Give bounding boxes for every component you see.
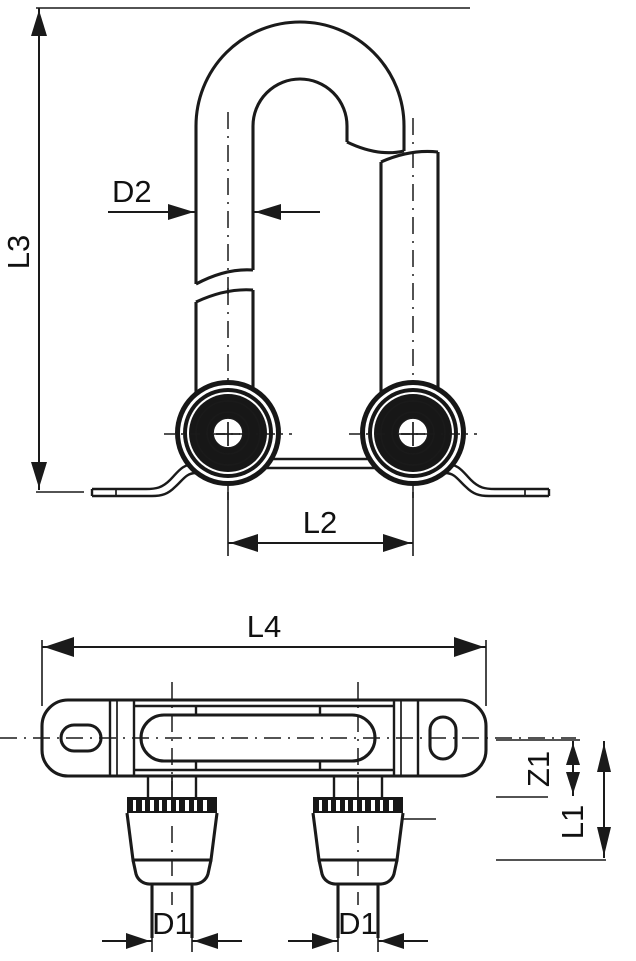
l3-arrow-bottom bbox=[31, 462, 47, 488]
d2-arrow-right bbox=[255, 204, 281, 220]
dimension-l1: L1 bbox=[496, 741, 611, 861]
dimension-label-l1: L1 bbox=[555, 805, 590, 839]
top-view-u-bend: L3 D2 L2 bbox=[1, 7, 551, 556]
right-knurl-teeth bbox=[319, 800, 393, 811]
dimension-label-d1-left: D1 bbox=[152, 906, 192, 941]
dimension-label-d1-right: D1 bbox=[338, 906, 378, 941]
l1-arrow-top bbox=[597, 743, 611, 772]
plate-central-recess bbox=[139, 713, 377, 763]
tube-lower-segments bbox=[194, 149, 440, 420]
clamp-rail-bracket bbox=[90, 457, 551, 498]
dimension-label-d2: D2 bbox=[112, 174, 152, 209]
l1-arrow-bottom bbox=[597, 827, 611, 856]
bottom-view-bracket: L4 Z1 L1 bbox=[0, 609, 611, 952]
dimension-label-l2: L2 bbox=[303, 505, 337, 540]
d1-right-arrow-in-right bbox=[380, 933, 404, 949]
dimension-z1: Z1 bbox=[496, 739, 580, 798]
right-compression-fitting bbox=[360, 380, 466, 486]
d2-arrow-left bbox=[168, 204, 194, 220]
z1-arrow-top bbox=[566, 743, 580, 765]
dimension-d1-left: D1 bbox=[102, 884, 242, 952]
dimension-label-z1: Z1 bbox=[521, 751, 556, 787]
l2-arrow-left bbox=[230, 534, 258, 552]
dimension-l4: L4 bbox=[41, 609, 487, 706]
dimension-label-l3: L3 bbox=[1, 235, 36, 269]
dimension-l3: L3 bbox=[1, 8, 84, 493]
bracket-plate-outline bbox=[40, 698, 488, 778]
left-compression-fitting bbox=[175, 380, 281, 486]
dimension-label-l4: L4 bbox=[247, 609, 281, 644]
d1-right-arrow-in-left bbox=[312, 933, 336, 949]
d1-left-arrow-in-left bbox=[126, 933, 150, 949]
dimension-d2: D2 bbox=[108, 174, 320, 220]
right-knurled-nut bbox=[311, 776, 405, 938]
left-knurl-teeth bbox=[133, 800, 207, 811]
l4-arrow-right bbox=[454, 637, 484, 657]
dimension-d1-right: D1 bbox=[288, 884, 428, 952]
left-mounting-slot bbox=[59, 723, 103, 753]
d1-left-arrow-in-right bbox=[194, 933, 218, 949]
dimension-l2: L2 bbox=[227, 492, 414, 556]
z1-arrow-bottom bbox=[566, 772, 580, 794]
l2-arrow-right bbox=[383, 534, 411, 552]
tube-outer-profile bbox=[194, 20, 406, 284]
tube-break-upper bbox=[195, 140, 405, 286]
l3-arrow-top bbox=[31, 10, 47, 36]
right-mounting-slot bbox=[428, 715, 458, 761]
l4-arrow-left bbox=[44, 637, 74, 657]
